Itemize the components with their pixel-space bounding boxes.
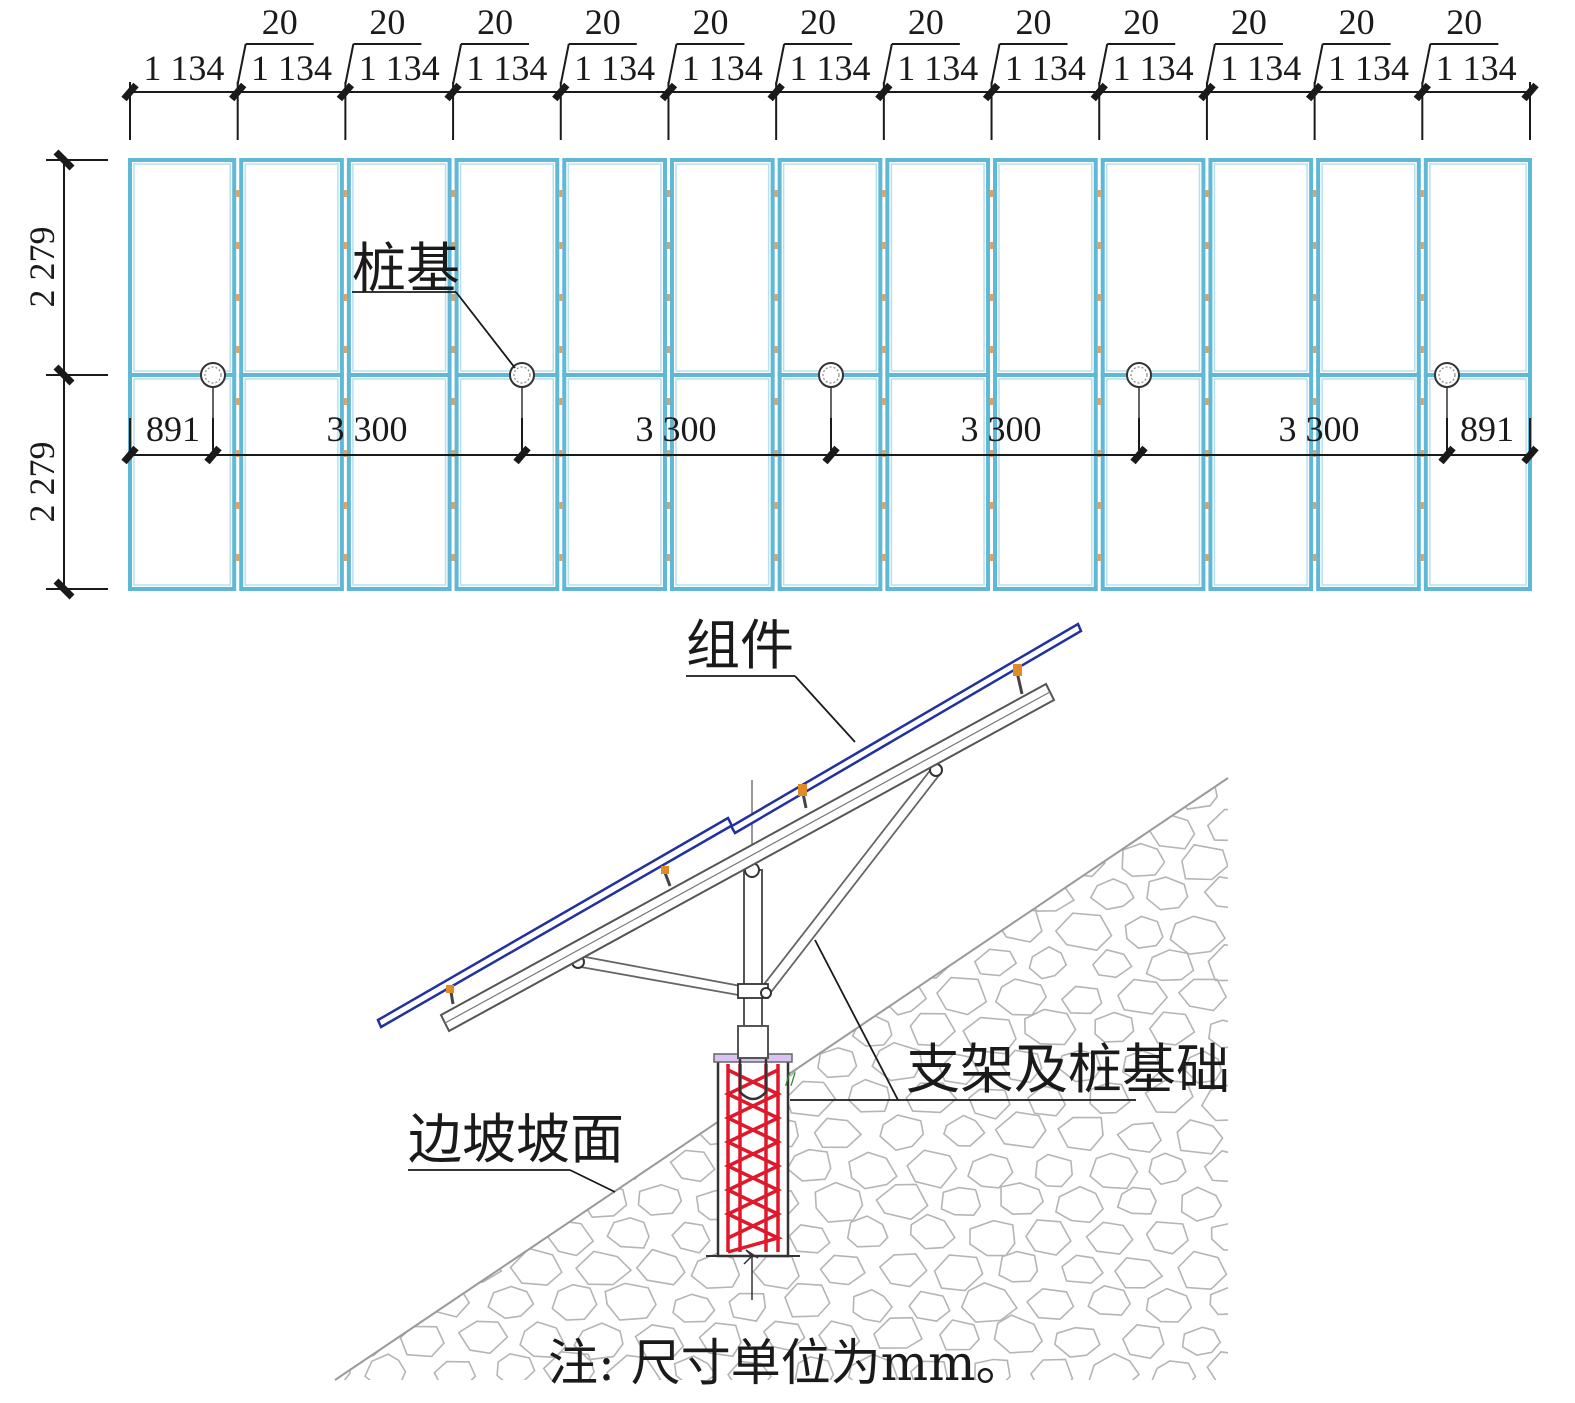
panel-width-label: 1 134: [466, 48, 547, 88]
panel-gap-label: 20: [800, 2, 836, 42]
top-dimension-chain: 1 134 1 134 1 134 1 134 1 134 1 134 1 134 1 134…: [121, 2, 1539, 140]
panel-width-label: 1 134: [574, 48, 655, 88]
pile-markers: [200, 362, 1460, 418]
pile-span-label: 3 300: [327, 409, 408, 449]
pv-panel: [346, 373, 452, 591]
panel-width-label: 1 134: [897, 48, 978, 88]
pv-panel: [562, 373, 667, 591]
pv-panel: [993, 373, 1098, 591]
panel-width-label: 1 134: [359, 48, 440, 88]
pile-span-label: 3 300: [636, 409, 717, 449]
pv-panel: [562, 158, 667, 377]
panel-gap-label: 20: [477, 2, 513, 42]
pv-panel: [669, 373, 775, 591]
pv-panel: [128, 373, 237, 591]
pile-span-label: 3 300: [961, 409, 1042, 449]
panel-gap-label: 20: [1123, 2, 1159, 42]
plan-view: 1 134 1 134 1 134 1 134 1 134 1 134 1 134 1 134…: [22, 2, 1539, 600]
pv-panel: [1100, 158, 1206, 377]
pv-panel: [885, 373, 991, 591]
panel-width-label: 1 134: [1113, 48, 1194, 88]
section-view: //: [334, 614, 1230, 1392]
pv-panel: [1208, 373, 1314, 591]
lower-row-height-label: 2 279: [22, 442, 62, 523]
panel-width-label: 1 134: [1328, 48, 1409, 88]
pv-panel: [1423, 158, 1533, 377]
pv-panel: [885, 158, 991, 377]
edge-spacing-right-label: 891: [1460, 409, 1514, 449]
panel-gap-label: 20: [1339, 2, 1375, 42]
pv-panel: [1316, 373, 1421, 591]
pv-panel: [993, 158, 1098, 377]
pile-callout: 桩基: [352, 237, 516, 369]
module-label: 组件: [686, 614, 794, 677]
panel-width-label: 1 134: [790, 48, 871, 88]
pv-panel: [1423, 373, 1533, 591]
upper-row-height-label: 2 279: [22, 227, 62, 308]
pile-spacing-dimension: 891 3 300 3 300 3 300 3 300 891: [121, 409, 1539, 465]
panel-grid: [128, 158, 1533, 591]
panel-width-label: 1 134: [1436, 48, 1517, 88]
purlin-beam: [439, 682, 1056, 1033]
panel-gap-label: 20: [262, 2, 298, 42]
pile-foundation: //: [706, 1028, 800, 1300]
pv-panel: [1208, 158, 1314, 377]
pv-panel: [1100, 373, 1206, 591]
panel-width-label: 1 134: [143, 48, 224, 88]
pv-panel: [1316, 158, 1421, 377]
panel-width-label: 1 134: [1005, 48, 1086, 88]
pv-panel: [454, 373, 560, 591]
panel-width-label: 1 134: [1220, 48, 1301, 88]
units-note: 注: 尺寸单位为mm。: [548, 1334, 1026, 1392]
panel-gap-label: 20: [1016, 2, 1052, 42]
panel-gap-label: 20: [908, 2, 944, 42]
module-callout: 组件: [686, 614, 856, 743]
support-foundation-label: 支架及桩基础: [906, 1038, 1230, 1101]
pv-panel: [669, 158, 775, 377]
pv-module: [376, 622, 1083, 1029]
panel-width-label: 1 134: [251, 48, 332, 88]
panel-gap-label: 20: [1446, 2, 1482, 42]
slope-surface-callout: 边坡坡面: [408, 1108, 624, 1193]
svg-text://: //: [785, 1069, 796, 1088]
panel-gap-label: 20: [1231, 2, 1267, 42]
pile-label: 桩基: [352, 237, 460, 300]
panel-width-label: 1 134: [682, 48, 763, 88]
pv-panel: [239, 158, 344, 377]
pv-panel: [239, 373, 344, 591]
pile-span-label: 3 300: [1279, 409, 1360, 449]
pv-panel: [454, 158, 560, 377]
pv-panel: [777, 373, 883, 591]
module-clamps: [446, 664, 1024, 1005]
support-foundation-callout: 支架及桩基础: [790, 939, 1230, 1101]
panel-gap-label: 20: [585, 2, 621, 42]
pv-panel: [777, 158, 883, 377]
row-height-dimension: 2 279 2 279: [22, 149, 108, 600]
pv-panel: [128, 158, 237, 377]
slope-surface-label: 边坡坡面: [408, 1108, 624, 1171]
panel-gap-label: 20: [692, 2, 728, 42]
edge-spacing-left-label: 891: [146, 409, 200, 449]
panel-gap-label: 20: [369, 2, 405, 42]
